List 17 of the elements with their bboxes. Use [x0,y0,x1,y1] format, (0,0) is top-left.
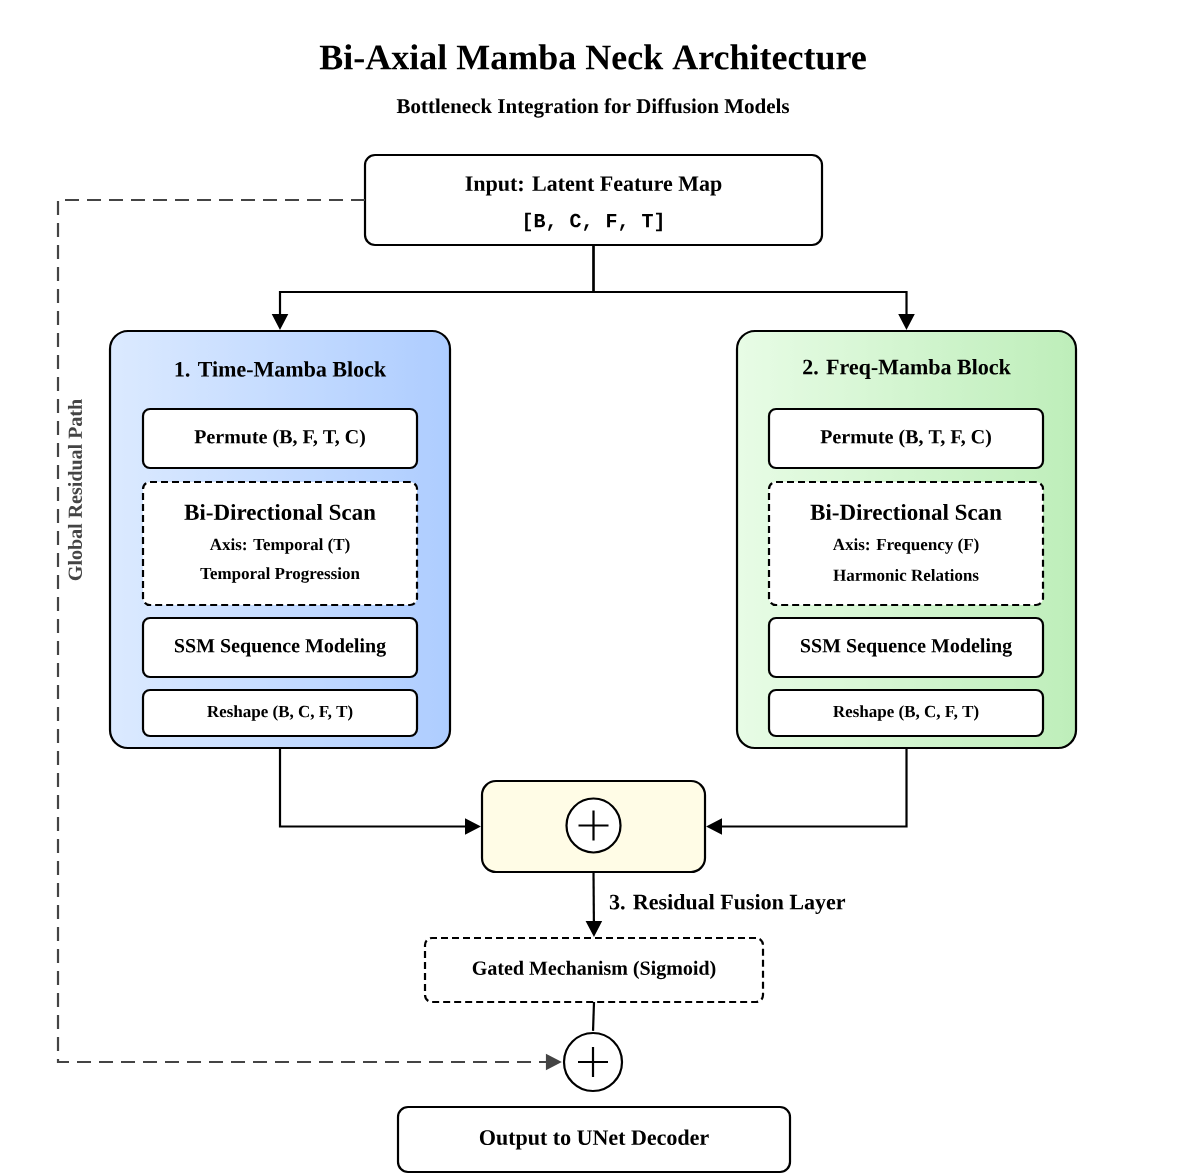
process-box: SSM Sequence Modeling [141,616,419,679]
gate-box: Gated Mechanism (Sigmoid) [423,936,765,1004]
process-box: SSM Sequence Modeling [767,616,1045,679]
scan-box: Bi-Directional Scan Axis: Frequency (F) Harmonic Relations [767,480,1045,607]
fusion-box: 3. Residual Fusion Layer [480,779,846,914]
sum-circle [562,1031,624,1093]
subtitle: Bottleneck Integration for Diffusion Models [396,98,790,118]
output-box: Output to UNet Decoder [396,1105,792,1174]
input-box: Input: Latent Feature Map [B, C, F, T] [363,153,824,247]
node-label: 3. Residual Fusion Layer [609,894,846,915]
process-box: Reshape (B, C, F, T) [141,688,419,738]
title: Bi-Axial Mamba Neck Architecture [319,44,866,70]
process-box: Permute (B, F, T, C) [141,407,419,470]
scan-box: Bi-Directional Scan Axis: Temporal (T) Temporal Progression [141,480,419,607]
process-box: Reshape (B, C, F, T) [767,688,1045,738]
edge-label: Global Residual Path [67,399,83,581]
process-box: Permute (B, T, F, C) [767,407,1045,470]
